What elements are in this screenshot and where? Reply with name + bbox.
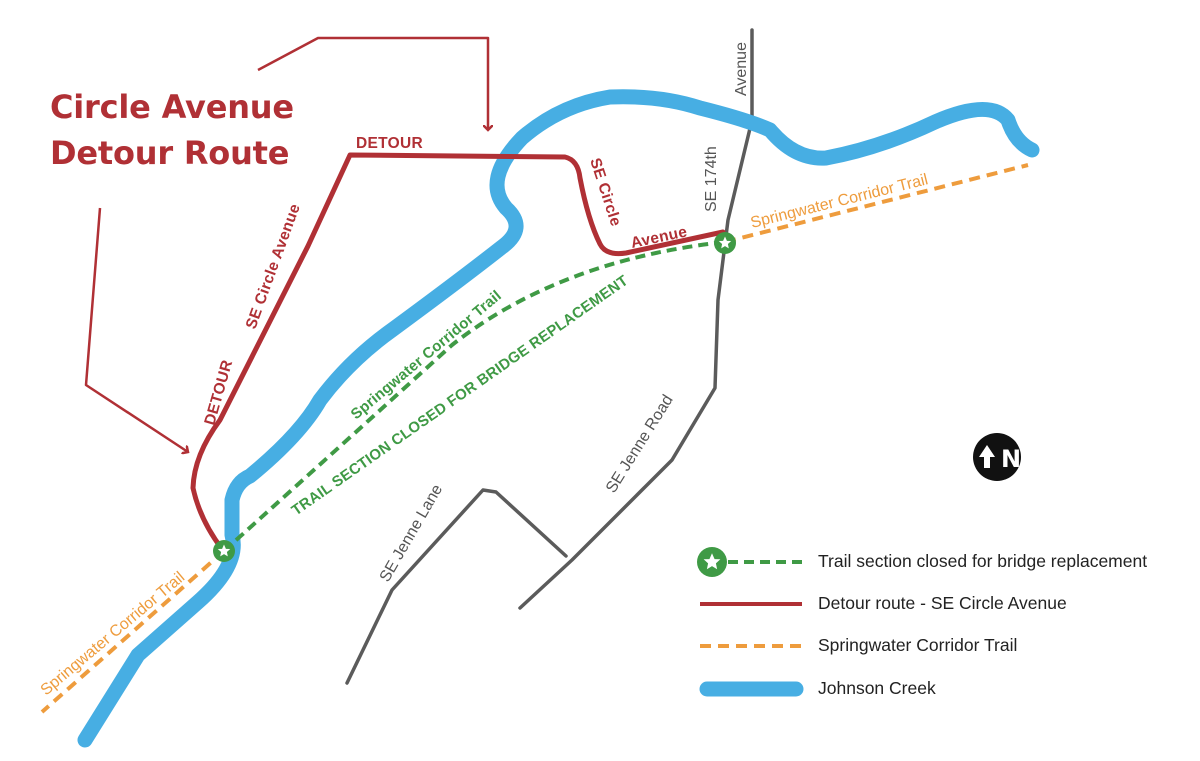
star-icon <box>217 544 231 557</box>
detour-route <box>190 152 726 552</box>
label-se-jenne-road: SE Jenne Road <box>603 392 677 496</box>
map-title-line2: Detour Route <box>50 134 290 172</box>
closed-endpoint-marker-west <box>213 540 235 562</box>
legend-symbol-closed <box>697 547 804 577</box>
johnson-creek <box>77 89 1040 748</box>
closed-trail-section <box>222 240 726 553</box>
legend-item-trail: Springwater Corridor Trail <box>818 635 1018 655</box>
springwater-trail-west <box>40 549 226 714</box>
star-icon <box>703 553 721 570</box>
road-se-174th <box>518 28 754 610</box>
north-arrow-icon: N <box>973 433 1021 481</box>
legend-item-detour: Detour route - SE Circle Avenue <box>818 593 1067 613</box>
map-title-line1: Circle Avenue <box>50 88 294 126</box>
callout-arrow-top <box>257 36 488 130</box>
north-letter: N <box>1001 445 1021 473</box>
label-avenue-174th: Avenue <box>733 42 750 96</box>
north-arrow-shape <box>979 445 995 468</box>
star-icon <box>718 236 732 249</box>
legend-item-closed: Trail section closed for bridge replacem… <box>818 551 1148 571</box>
closed-endpoint-marker-east <box>714 232 736 254</box>
label-springwater-east: Springwater Corridor Trail <box>749 171 930 232</box>
label-se-174th: SE 174th <box>703 146 720 212</box>
map-title: Circle Avenue Detour Route <box>50 84 294 176</box>
road-se-jenne-lane <box>345 488 568 685</box>
label-closed-trail-notice: TRAIL SECTION CLOSED FOR BRIDGE REPLACEM… <box>289 272 632 519</box>
legend-item-creek: Johnson Creek <box>818 678 936 698</box>
callout-arrow-left <box>84 207 188 452</box>
springwater-trail-east <box>724 163 1029 244</box>
label-detour-top: DETOUR <box>356 135 423 152</box>
